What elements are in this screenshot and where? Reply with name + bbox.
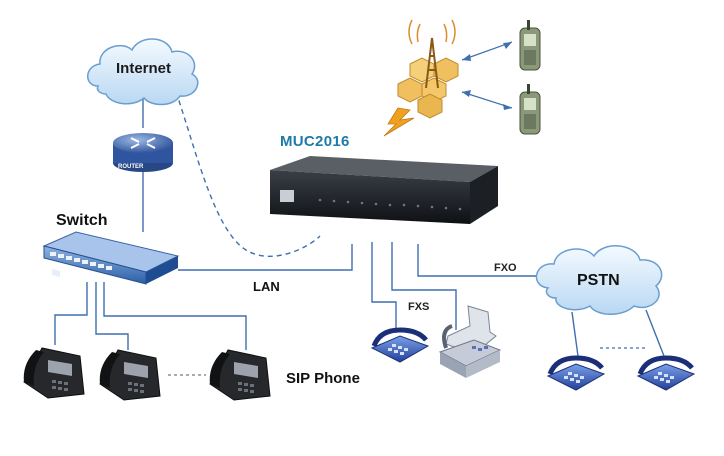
switch-phone1-link bbox=[54, 282, 88, 345]
lan-label: LAN bbox=[253, 279, 280, 294]
fxs-fax-link bbox=[391, 242, 457, 330]
switch-phone2-link bbox=[95, 282, 129, 350]
fax-machine-icon bbox=[438, 305, 502, 378]
switch-phone3-link bbox=[103, 282, 247, 350]
pstn-phone2-link bbox=[645, 309, 665, 357]
device-label: MUC2016 bbox=[280, 133, 350, 150]
fxo-link bbox=[417, 244, 548, 277]
analog-phone-icon bbox=[636, 355, 696, 391]
cell-tower-icon bbox=[397, 19, 459, 119]
arrowhead-right bbox=[503, 42, 512, 49]
sip-phone-label: SIP Phone bbox=[286, 370, 360, 387]
internet-gateway-dashed-link bbox=[175, 91, 321, 257]
internet-cloud-icon bbox=[87, 38, 199, 106]
arrowhead-right bbox=[503, 104, 512, 110]
switch-label: Switch bbox=[56, 212, 108, 229]
fxs-label: FXS bbox=[408, 301, 430, 313]
arrowhead-left bbox=[462, 54, 471, 61]
ip-phone-icon bbox=[23, 347, 85, 399]
ip-phone-icon bbox=[99, 349, 161, 401]
mobile-phone-icon bbox=[519, 20, 541, 71]
switch-icon bbox=[42, 231, 180, 285]
mobile-phone-icon bbox=[519, 84, 541, 135]
pstn-cloud-icon bbox=[535, 245, 663, 315]
internet-label: Internet bbox=[116, 60, 172, 77]
lan-link bbox=[178, 244, 353, 271]
fxs-phone-link bbox=[371, 242, 397, 333]
arrowhead-left bbox=[462, 90, 471, 97]
analog-phone-icon bbox=[370, 327, 430, 363]
router-label: ROUTER bbox=[118, 164, 144, 170]
gateway-device-icon bbox=[270, 156, 498, 224]
ip-phone-icon bbox=[209, 349, 271, 401]
pstn-label: PSTN bbox=[577, 272, 620, 289]
router-icon bbox=[113, 133, 173, 172]
lightning-icon bbox=[383, 107, 415, 137]
fxo-label: FXO bbox=[494, 262, 517, 274]
pstn-phone1-link bbox=[571, 311, 579, 357]
analog-phone-icon bbox=[546, 355, 606, 391]
